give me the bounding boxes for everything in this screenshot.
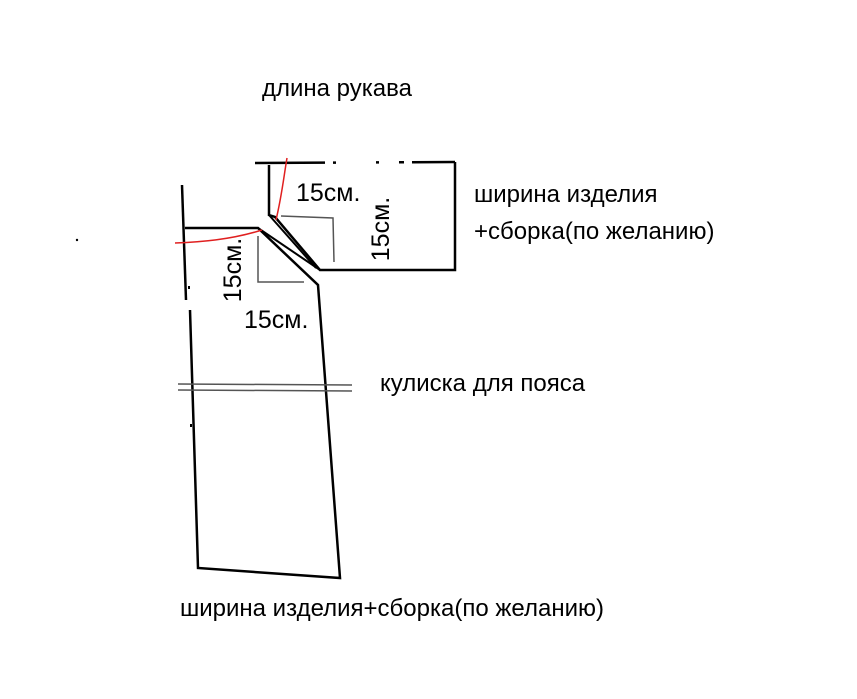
drawstring-casing-label: кулиска для пояса: [380, 370, 586, 397]
stray-mark: [190, 424, 192, 427]
red-correction-left: [174, 229, 263, 244]
armhole-diagonal: [268, 214, 317, 269]
sleeve-top-dashed-line: [254, 160, 456, 165]
drawstring-line-top: [177, 383, 353, 386]
left-dimension-guide: [257, 236, 304, 283]
armhole-inner-line: [257, 227, 321, 271]
top-dimension-guide: [280, 215, 335, 263]
drawstring-line-bottom: [177, 389, 353, 392]
stray-dot: [75, 238, 79, 242]
dimension-left-vertical: 15см.: [219, 237, 247, 303]
product-width-label-line1: ширина изделия: [474, 181, 658, 208]
dimension-top-vertical: 15см.: [367, 196, 395, 262]
front-outline: [185, 226, 342, 580]
sleeve-length-label: длина рукава: [262, 75, 412, 102]
stray-mark: [188, 286, 190, 289]
pattern-outline: [267, 162, 457, 272]
dimension-top-horizontal: 15см.: [296, 179, 361, 207]
red-correction-top: [275, 157, 288, 221]
bottom-width-label: ширина изделия+сборка(по желанию): [180, 595, 604, 622]
dimension-left-horizontal: 15см.: [244, 306, 309, 334]
product-width-label-line2: +сборка(по желанию): [474, 218, 715, 245]
